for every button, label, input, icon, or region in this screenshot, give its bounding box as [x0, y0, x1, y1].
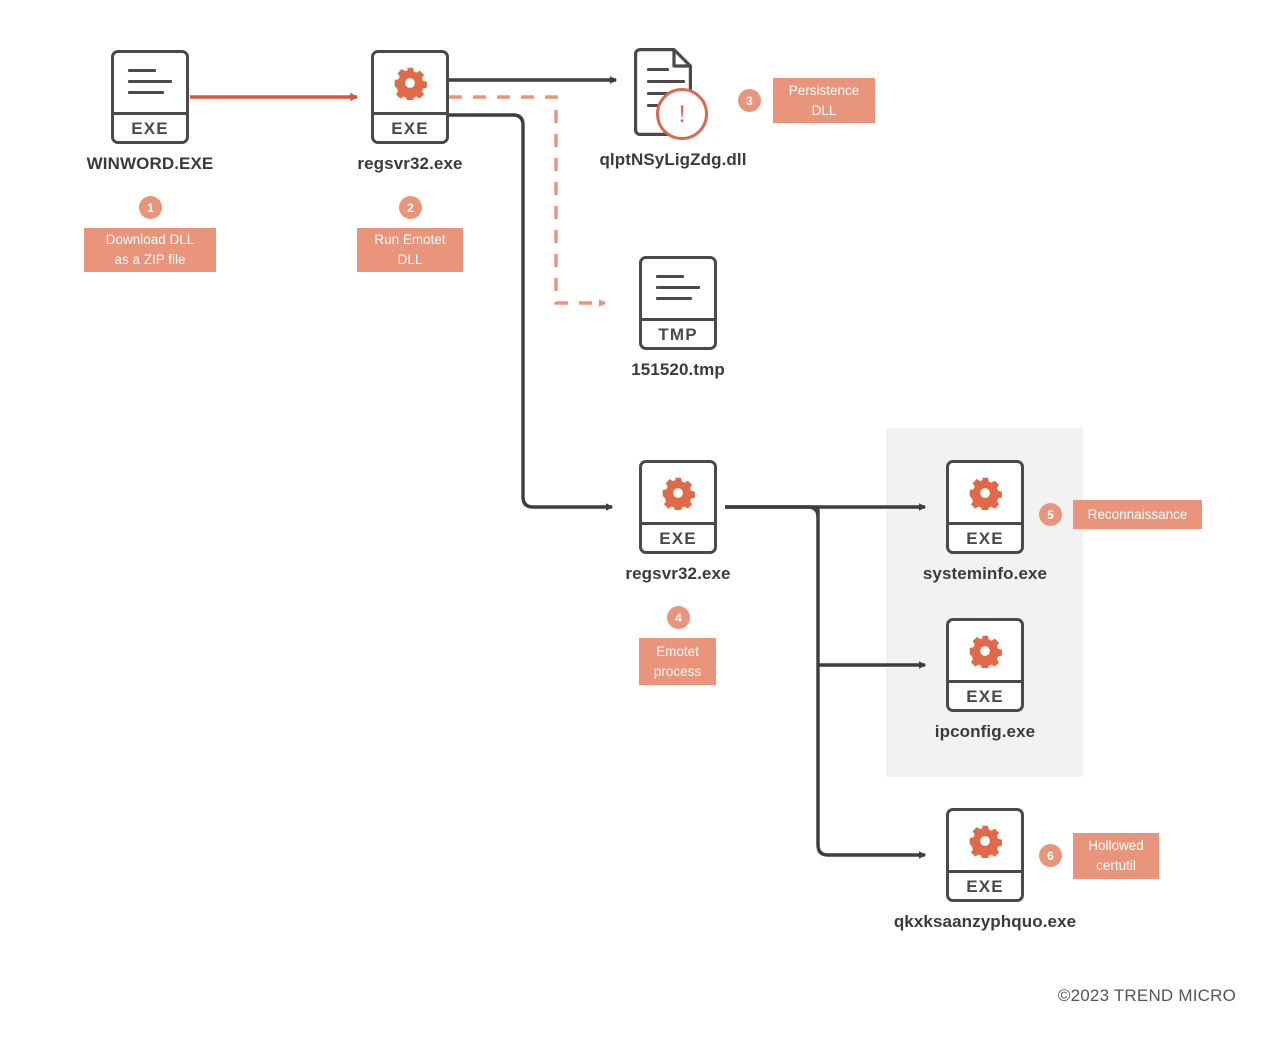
- wire-regsvr32-to-systeminfo: [725, 505, 820, 518]
- node-label-tmp-file: 151520.tmp: [631, 360, 725, 379]
- note-line: Download DLL: [105, 232, 195, 248]
- step-badge-4: 4: [667, 606, 690, 629]
- node-label-persistence-dll: qlptNSyLigZdg.dll: [599, 150, 747, 169]
- step-badge-2: 2: [399, 196, 422, 219]
- node-hollowed-certutil[interactable]: EXE qkxksaanzyphquo.exe: [894, 808, 1076, 931]
- step-badge-6: 6: [1039, 844, 1062, 867]
- node-label-ipconfig: ipconfig.exe: [934, 722, 1036, 741]
- note-line: Run Emotet: [374, 232, 446, 248]
- note-line: DLL: [397, 252, 423, 267]
- note-line: process: [653, 663, 702, 679]
- note-persistence-dll: Persistence DLL: [773, 78, 875, 123]
- file-type-tag: TMP: [642, 318, 714, 347]
- file-type-tag: EXE: [949, 522, 1021, 551]
- step-badge-5: 5: [1039, 503, 1062, 526]
- file-type-tag: EXE: [949, 870, 1021, 899]
- gear-exe-icon: EXE: [371, 50, 449, 144]
- note-line: Emotet: [656, 643, 699, 659]
- node-systeminfo[interactable]: EXE systeminfo.exe: [923, 460, 1047, 583]
- note-line: Hollowed: [1088, 838, 1144, 854]
- node-persistence-dll[interactable]: ! qlptNSyLigZdg.dll: [599, 48, 746, 169]
- document-exe-icon: EXE: [111, 50, 189, 144]
- node-winword[interactable]: EXE WINWORD.EXE: [87, 50, 213, 173]
- gear-icon: [969, 825, 1002, 858]
- step-badge-3: 3: [738, 89, 761, 112]
- note-line: DLL: [811, 102, 837, 118]
- note-emotet-process: Emotet process: [639, 638, 716, 685]
- icon-body: [949, 811, 1021, 870]
- node-label-systeminfo: systeminfo.exe: [922, 564, 1048, 583]
- node-regsvr32-bottom[interactable]: EXE regsvr32.exe: [625, 460, 730, 583]
- note-download-dll: Download DLL as a ZIP file: [84, 228, 216, 272]
- file-type-tag: EXE: [374, 112, 446, 141]
- icon-body: [949, 463, 1021, 522]
- wire-regsvr32-to-tmp: [449, 95, 607, 307]
- gear-icon: [969, 635, 1002, 668]
- note-line: Reconnaissance: [1087, 506, 1188, 522]
- gear-exe-icon: EXE: [946, 460, 1024, 554]
- document-warning-icon: !: [634, 48, 708, 140]
- node-ipconfig[interactable]: EXE ipconfig.exe: [935, 618, 1035, 741]
- copyright-notice: ©2023 TREND MICRO: [1057, 986, 1236, 1005]
- node-label-hollowed-certutil: qkxksaanzyphquo.exe: [893, 912, 1077, 931]
- gear-icon: [394, 67, 427, 100]
- note-reconnaissance: Reconnaissance: [1073, 500, 1202, 529]
- file-type-tag: EXE: [114, 112, 186, 141]
- gear-exe-icon: EXE: [946, 808, 1024, 902]
- icon-body: [642, 259, 714, 318]
- icon-body: [949, 621, 1021, 680]
- note-line: as a ZIP file: [114, 252, 186, 267]
- doc-lines-icon: [128, 69, 172, 94]
- note-hollowed-certutil: Hollowed certutil: [1073, 833, 1159, 879]
- icon-body: [114, 53, 186, 112]
- node-label-regsvr32-bottom: regsvr32.exe: [625, 564, 731, 583]
- node-label-winword: WINWORD.EXE: [86, 154, 214, 173]
- doc-lines-icon: [656, 275, 700, 300]
- note-line: certutil: [1096, 858, 1136, 873]
- warning-circle-icon: !: [656, 88, 708, 140]
- document-tmp-icon: TMP: [639, 256, 717, 350]
- note-run-emotet-dll: Run Emotet DLL: [357, 228, 463, 272]
- icon-body: [374, 53, 446, 112]
- gear-exe-icon: EXE: [946, 618, 1024, 712]
- file-type-tag: EXE: [642, 522, 714, 551]
- file-type-tag: EXE: [949, 680, 1021, 709]
- node-tmp-file[interactable]: TMP 151520.tmp: [631, 256, 725, 379]
- note-line: Persistence: [788, 82, 860, 98]
- gear-icon: [662, 477, 695, 510]
- node-regsvr32-top[interactable]: EXE regsvr32.exe: [357, 50, 462, 173]
- gear-icon: [969, 477, 1002, 510]
- wire-regsvr32-to-regsvr32-bottom: [449, 113, 614, 511]
- node-label-regsvr32-top: regsvr32.exe: [357, 154, 463, 173]
- step-badge-1: 1: [139, 196, 162, 219]
- gear-exe-icon: EXE: [639, 460, 717, 554]
- icon-body: [642, 463, 714, 522]
